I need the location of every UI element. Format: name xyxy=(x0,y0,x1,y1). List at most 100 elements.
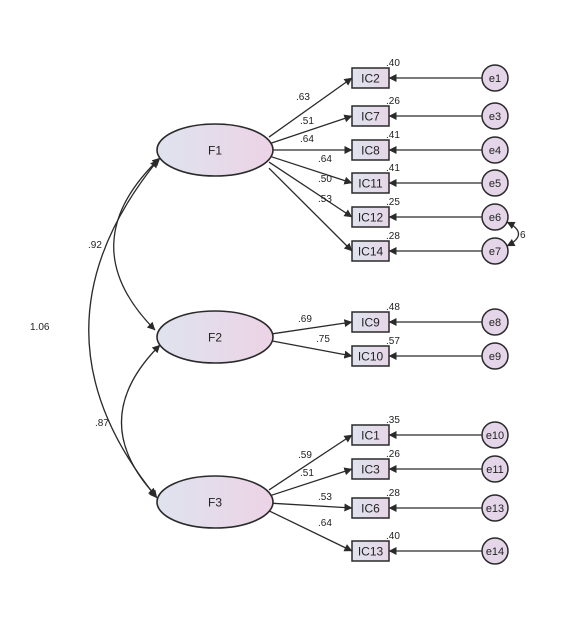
factor-label-f2: F2 xyxy=(208,331,222,345)
indicator-label-ic7: IC7 xyxy=(361,110,380,124)
error-circle-e14 xyxy=(481,537,509,565)
loading-label-ic2: .63 xyxy=(296,92,310,103)
loading-label-ic6: .53 xyxy=(318,492,332,503)
error-label-e13: e13 xyxy=(486,503,504,515)
r2-label-ic3: .26 xyxy=(386,449,400,460)
indicator-box-ic3 xyxy=(351,458,390,480)
indicator-box-ic11 xyxy=(351,172,390,194)
indicator-box-ic2 xyxy=(351,67,390,89)
error-label-e10: e10 xyxy=(486,430,504,442)
factor-label-f3: F3 xyxy=(208,496,222,510)
factor-covariances: .92 .87 1.06 xyxy=(30,157,161,499)
r2-label-ic12: .25 xyxy=(386,197,400,208)
loading-label-ic11: .64 xyxy=(318,154,332,165)
indicator-label-ic9: IC9 xyxy=(361,316,380,330)
indicator-box-ic1 xyxy=(351,424,390,446)
indicator-label-ic12: IC12 xyxy=(358,211,384,225)
indicator-box-ic6 xyxy=(351,497,390,519)
loading-label-ic3: .51 xyxy=(300,468,314,479)
indicator-label-ic13: IC13 xyxy=(358,545,384,559)
covariance-label-f2-f3: .87 xyxy=(95,418,109,429)
indicator-box-ic8 xyxy=(351,139,390,161)
indicator-boxes: IC2.40IC7.26IC8.41IC11.41IC12.25IC14.28I… xyxy=(351,58,400,562)
indicator-label-ic14: IC14 xyxy=(358,245,384,259)
loading-label-ic7: .51 xyxy=(300,116,314,127)
error-circle-e13 xyxy=(481,494,509,522)
error-circle-e10 xyxy=(481,421,509,449)
r2-label-ic7: .26 xyxy=(386,96,400,107)
r2-label-ic13: .40 xyxy=(386,531,400,542)
r2-label-ic14: .28 xyxy=(386,231,400,242)
loading-arrow-ic12 xyxy=(268,161,353,218)
indicator-label-ic8: IC8 xyxy=(361,144,380,158)
indicator-box-ic13 xyxy=(351,540,390,562)
loading-label-ic12: .50 xyxy=(318,174,332,185)
error-circle-e6 xyxy=(481,203,509,231)
error-circle-e1 xyxy=(481,64,509,92)
r2-label-ic6: .28 xyxy=(386,488,400,499)
loading-label-ic8: .64 xyxy=(300,134,314,145)
indicator-box-ic9 xyxy=(351,311,390,333)
loading-label-ic9: .69 xyxy=(298,314,312,325)
loading-label-ic10: .75 xyxy=(316,334,330,345)
covariance-label-f1-f3: 1.06 xyxy=(30,322,50,333)
error-circle-e8 xyxy=(481,308,509,336)
error-circle-e9 xyxy=(481,342,509,370)
indicator-label-ic2: IC2 xyxy=(361,72,380,86)
indicator-label-ic3: IC3 xyxy=(361,463,380,477)
indicator-label-ic10: IC10 xyxy=(358,350,384,364)
factor-loadings: .63 .51 .64 .64 .50 .53 .69 .75 .59 .51 .53 .64 xyxy=(268,77,353,552)
loading-arrow-ic7 xyxy=(268,114,353,145)
covariance-label-f1-f2: .92 xyxy=(88,240,102,251)
loading-arrow-ic9 xyxy=(268,319,353,335)
factor-ellipse-f3 xyxy=(156,475,274,529)
indicator-label-ic1: IC1 xyxy=(361,429,380,443)
loading-label-ic1: .59 xyxy=(298,450,312,461)
error-label-e5: e5 xyxy=(489,178,501,190)
covariance-arrow-f1-f2 xyxy=(113,157,161,331)
error-label-e1: e1 xyxy=(489,73,501,85)
error-label-e9: e9 xyxy=(489,351,501,363)
indicator-box-ic10 xyxy=(351,345,390,367)
r2-label-ic9: .48 xyxy=(386,302,400,313)
error-label-e7: e7 xyxy=(489,246,501,258)
r2-label-ic11: .41 xyxy=(386,163,400,174)
r2-label-ic10: .57 xyxy=(386,336,400,347)
loading-arrow-ic13 xyxy=(268,510,353,552)
error-circle-e7 xyxy=(481,237,509,265)
error-label-e6: e6 xyxy=(489,212,501,224)
indicator-label-ic11: IC11 xyxy=(358,177,383,191)
error-label-e11: e11 xyxy=(486,464,504,476)
error-circle-e11 xyxy=(481,455,509,483)
r2-label-ic8: .41 xyxy=(386,130,400,141)
loading-arrow-ic1 xyxy=(268,434,353,491)
r2-label-ic2: .40 xyxy=(386,58,400,69)
loading-arrow-ic10 xyxy=(268,339,353,359)
r2-label-ic1: .35 xyxy=(386,415,400,426)
error-covariance-arrow-e6-e7 xyxy=(506,221,520,247)
loading-arrow-ic2 xyxy=(268,77,353,138)
loading-arrow-ic14 xyxy=(268,167,353,252)
error-label-e4: e4 xyxy=(489,145,501,157)
covariance-arrow-f1-f3 xyxy=(88,159,159,499)
error-circle-e3 xyxy=(481,102,509,130)
factor-label-f1: F1 xyxy=(208,144,222,158)
error-covariance-label-e6-e7: 6 xyxy=(520,230,526,241)
indicator-box-ic12 xyxy=(351,206,390,228)
error-label-e3: e3 xyxy=(489,111,501,123)
indicator-label-ic6: IC6 xyxy=(361,502,380,516)
covariance-arrow-f2-f3 xyxy=(120,344,161,497)
error-circle-e4 xyxy=(481,136,509,164)
factor-ellipse-f1 xyxy=(156,123,274,177)
error-label-e8: e8 xyxy=(489,317,501,329)
error-circle-e5 xyxy=(481,169,509,197)
loading-arrow-ic6 xyxy=(268,502,353,512)
indicator-box-ic14 xyxy=(351,240,390,262)
error-label-e14: e14 xyxy=(486,546,504,558)
loading-label-ic14: .53 xyxy=(318,194,332,205)
loading-arrow-ic3 xyxy=(268,467,353,497)
loading-label-ic13: .64 xyxy=(318,518,332,529)
factor-ellipse-f2 xyxy=(156,310,274,364)
